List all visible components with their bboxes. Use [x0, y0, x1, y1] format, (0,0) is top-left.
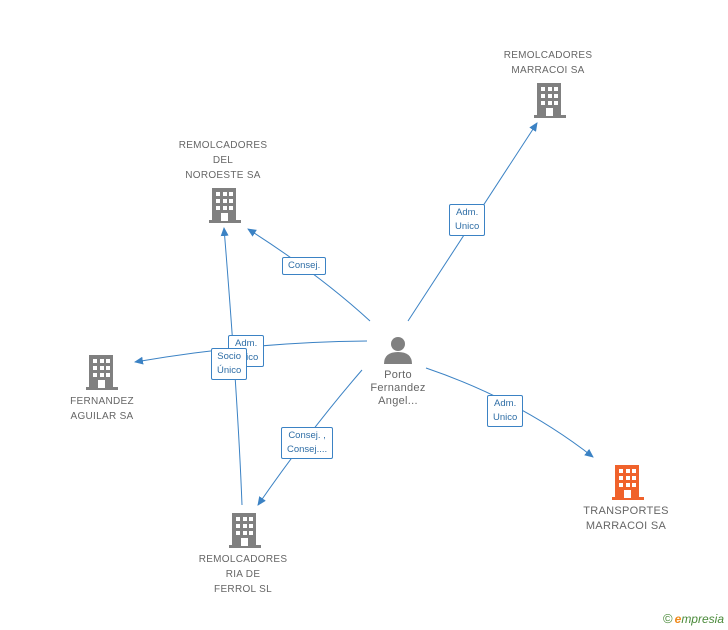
edge-label-socio-unico-ria: Socio Único — [211, 348, 248, 380]
label-line: FERNANDEZ — [70, 396, 134, 407]
edge-label-line: Socio — [217, 351, 242, 362]
edge-label-line: Adm. — [235, 338, 258, 349]
node-label-transportes-marracoi[interactable]: TRANSPORTES MARRACOI SA — [566, 504, 686, 534]
person-icon — [384, 337, 412, 364]
node-label-remolcadores-ria[interactable]: REMOLCADORES RIA DE FERROL SL — [183, 552, 303, 597]
edge-label-line: Consej. , — [288, 430, 326, 441]
empresia-logo: ©empresia — [663, 611, 724, 626]
node-label-remolcadores-noroeste[interactable]: REMOLCADORES DEL NOROESTE SA — [163, 138, 283, 183]
building-icon — [86, 355, 118, 390]
edge-person-to-noroeste — [247, 228, 371, 322]
label-line: NOROESTE SA — [185, 170, 261, 181]
label-line: REMOLCADORES — [178, 140, 268, 151]
building-icon-highlighted — [612, 465, 644, 500]
label-line: REMOLCADORES — [503, 50, 593, 61]
building-icon — [534, 83, 566, 118]
label-line: RIA DE — [225, 569, 261, 580]
building-icon — [229, 513, 261, 548]
edge-ria-to-noroeste — [220, 227, 243, 506]
label-line: MARRACOI SA — [585, 520, 667, 532]
edge-label-consej-ria: Consej. , Consej.... — [281, 427, 334, 459]
brand-e: e — [674, 612, 682, 626]
label-line: REMOLCADORES — [198, 554, 288, 565]
copyright-symbol: © — [663, 611, 673, 626]
edge-label-adm-unico-marracoi: Adm. Unico — [449, 204, 486, 236]
edge-label-consej-noroeste: Consej. — [282, 257, 327, 275]
label-line: Fernandez — [370, 382, 426, 394]
edge-label-line: Unico — [455, 221, 480, 232]
node-label-person[interactable]: Porto Fernandez Angel... — [356, 369, 440, 408]
edge-label-line: Único — [217, 365, 242, 376]
label-line: TRANSPORTES — [583, 505, 669, 517]
node-label-fernandez-aguilar[interactable]: FERNANDEZ AGUILAR SA — [42, 394, 162, 424]
edge-label-line: Adm. — [456, 207, 479, 218]
label-line: Porto — [384, 369, 412, 381]
edge-label-line: Consej.... — [287, 444, 328, 455]
edge-label-line: Consej. — [288, 260, 321, 271]
node-label-remolcadores-marracoi[interactable]: REMOLCADORES MARRACOI SA — [488, 48, 608, 78]
label-line: FERROL SL — [214, 584, 272, 595]
edge-label-adm-unico-transportes: Adm. Unico — [487, 395, 524, 427]
label-line: Angel... — [378, 395, 418, 407]
edge-label-line: Unico — [493, 412, 518, 423]
edge-label-line: Adm. — [494, 398, 517, 409]
label-line: AGUILAR SA — [70, 411, 134, 422]
building-icon — [209, 188, 241, 223]
label-line: DEL — [212, 155, 234, 166]
label-line: MARRACOI SA — [511, 65, 585, 76]
brand-name: mpresia — [681, 612, 724, 626]
